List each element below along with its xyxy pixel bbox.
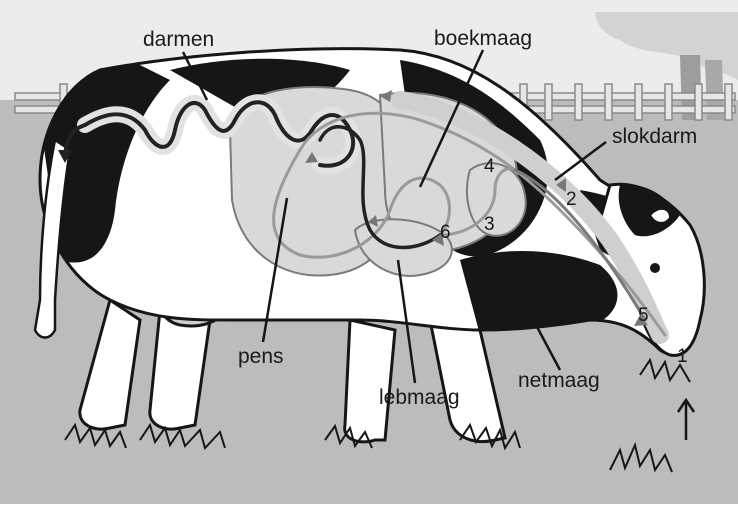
label-darmen: darmen [143, 28, 214, 51]
stage-number-3: 3 [484, 214, 495, 235]
stage-number-5: 5 [638, 305, 649, 326]
label-netmaag: netmaag [518, 369, 600, 392]
label-pens: pens [238, 345, 284, 368]
stage-number-4: 4 [484, 156, 495, 177]
label-lebmaag: lebmaag [379, 386, 460, 409]
label-boekmaag: boekmaag [434, 27, 532, 50]
stage-number-2: 2 [566, 189, 577, 210]
stage-number-1: 1 [677, 346, 688, 367]
cow-eye [650, 263, 660, 273]
label-slokdarm: slokdarm [612, 125, 697, 148]
stage-number-6: 6 [440, 222, 451, 243]
